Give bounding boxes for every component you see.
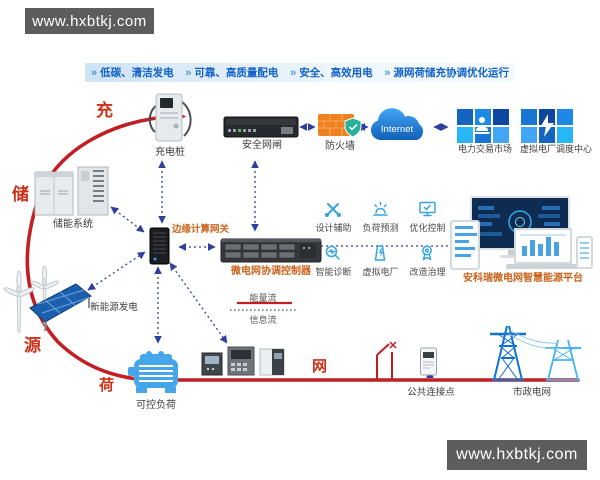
charging-pile-icon: [142, 92, 197, 146]
controller-icon: [220, 235, 322, 265]
ring-char-storage: 储: [12, 185, 29, 204]
tablet-icon: [450, 220, 480, 270]
function-label: 负荷预测: [362, 223, 399, 233]
controller-label: 微电网协调控制器: [231, 266, 311, 277]
siren-icon: [373, 201, 389, 216]
feature-item: » 可靠、高质量配电: [185, 65, 278, 80]
laptop-icon: [514, 228, 572, 264]
feature-label: 源网荷储充协调优化运行: [393, 67, 509, 79]
platform-functions: 设计辅助 负荷预测 优化控制 智能诊断: [310, 199, 452, 278]
security-gate-icon: [223, 113, 299, 141]
legend-info-label: 信息流: [249, 315, 277, 325]
storage-system-icon: [33, 163, 113, 217]
transmission-towers-icon: [482, 320, 586, 382]
legend-lines: [230, 301, 296, 311]
function-label: 设计辅助: [315, 223, 352, 233]
chevron-icon: »: [384, 66, 391, 79]
pcc-label: 公共连接点: [407, 387, 455, 398]
platform-label: 安科瑞微电网智慧能源平台: [463, 273, 583, 284]
diagnosis-magnifier-icon: [326, 245, 341, 260]
power-market-label: 电力交易市场: [457, 144, 512, 154]
feature-item: » 安全、高效用电: [290, 65, 373, 80]
breaker-switch-icon: [376, 341, 397, 380]
trader-icon: [474, 117, 490, 134]
monitor-check-icon: [419, 201, 437, 217]
function-label: 优化控制: [409, 223, 446, 233]
design-tools-icon: [325, 203, 342, 218]
ring-char-grid: 网: [312, 358, 328, 375]
ring-char-load: 荷: [99, 377, 115, 394]
watermark-banner-bottom: www.hxbtkj.com: [447, 440, 587, 470]
bolt-icon: [541, 114, 554, 137]
meter-devices-icon: [200, 344, 288, 378]
feature-bar: » 低碳、清洁发电 » 可靠、高质量配电 » 安全、高效用电 » 源网荷储充协调…: [85, 63, 515, 82]
function-item: 改造治理: [409, 243, 446, 278]
security-gate-label: 安全网闸: [242, 140, 282, 151]
firewall-icon: [317, 110, 365, 142]
chevron-icon: »: [91, 66, 98, 79]
ring-char-charge: 充: [96, 101, 113, 120]
function-item: 负荷预测: [362, 199, 399, 234]
function-item: 虚拟电厂: [362, 243, 399, 278]
function-item: 优化控制: [409, 199, 446, 234]
charging-pile-label: 充电桩: [155, 147, 185, 158]
ring-char-source: 源: [24, 336, 41, 355]
function-item: 设计辅助: [315, 199, 352, 234]
controllable-load-label: 可控负荷: [136, 400, 176, 411]
feature-item: » 源网荷储充协调优化运行: [384, 65, 509, 80]
function-label: 虚拟电厂: [362, 267, 399, 277]
renewables-icon: [0, 256, 100, 338]
internet-label: Internet: [381, 124, 414, 135]
feature-label: 可靠、高质量配电: [194, 67, 279, 79]
edge-gateway-label: 边缘计算网关: [172, 224, 230, 235]
medal-icon: [422, 245, 433, 261]
feature-label: 安全、高效用电: [299, 67, 373, 79]
power-plant-icon: [375, 245, 386, 261]
watermark-text: www.hxbtkj.com: [32, 12, 147, 30]
renewable-gen-label: 新能源发电: [90, 302, 138, 313]
pcc-meter-icon: [419, 346, 439, 378]
internet-cloud-icon: Internet: [366, 104, 430, 146]
edge-gateway-icon: [147, 226, 173, 266]
legend-energy-label: 能量流: [249, 293, 277, 303]
watermark-text: www.hxbtkj.com: [456, 446, 578, 463]
chevron-icon: »: [185, 66, 192, 79]
vpp-dispatch-label: 虚拟电厂调度中心: [519, 144, 592, 154]
feature-label: 低碳、清洁发电: [100, 67, 174, 79]
motor-icon: [126, 347, 186, 397]
function-label: 智能诊断: [315, 267, 352, 277]
city-grid-label: 市政电网: [512, 387, 551, 398]
firewall-label: 防火墙: [325, 141, 355, 152]
chevron-icon: »: [290, 66, 297, 79]
watermark-banner-top: www.hxbtkj.com: [25, 8, 154, 34]
laptop-base: [506, 264, 578, 269]
function-label: 改造治理: [409, 267, 446, 277]
storage-system-label: 储能系统: [53, 219, 93, 230]
phone-icon: [576, 236, 593, 269]
platform-devices: [450, 196, 596, 274]
feature-item: » 低碳、清洁发电: [91, 65, 174, 80]
